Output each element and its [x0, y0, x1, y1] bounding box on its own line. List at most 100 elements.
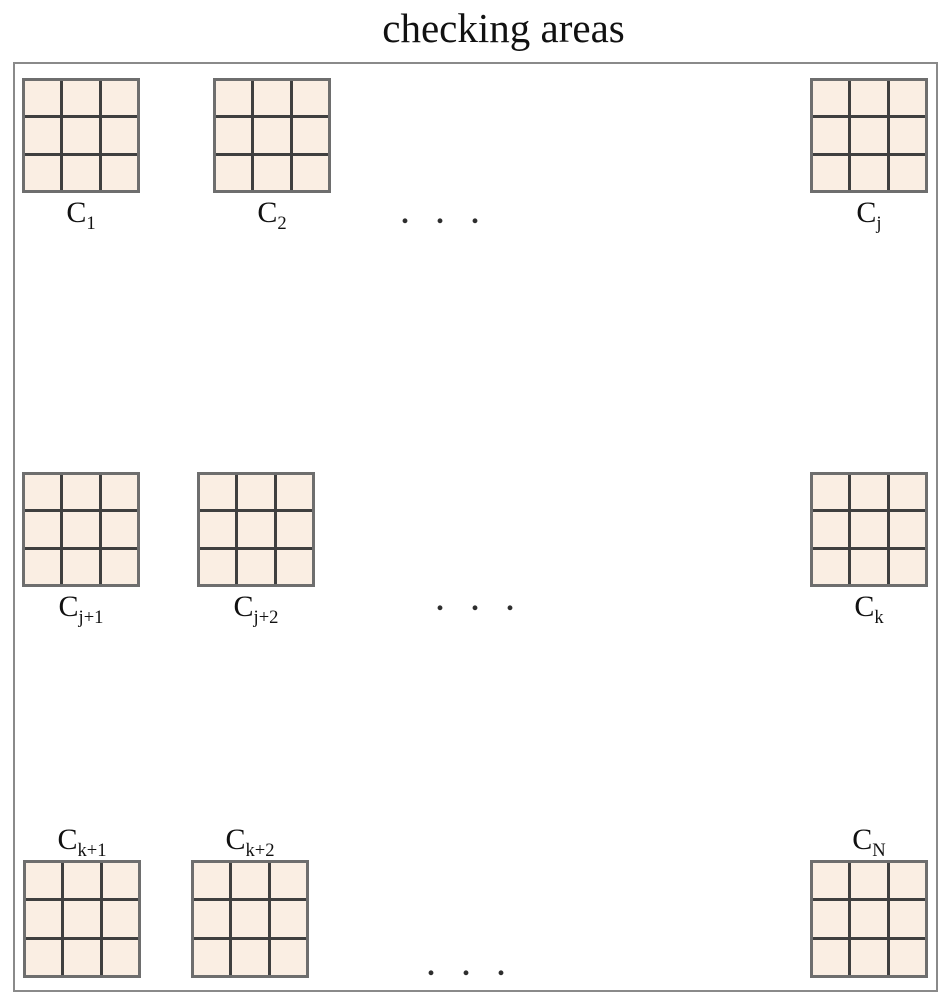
label-base: C [854, 590, 875, 623]
grid-cell [25, 475, 61, 510]
grid-cell [25, 512, 61, 547]
grid-cell [254, 81, 290, 116]
grid-cell [64, 939, 100, 975]
grid-cell [101, 512, 137, 547]
grid-cell [232, 901, 268, 937]
label-subscript: k+1 [77, 840, 107, 861]
grid-cell [813, 81, 849, 116]
grid-cell [63, 512, 99, 547]
checking-area-cj: Cj [810, 78, 928, 233]
grid-cell [813, 512, 849, 547]
ellipsis-row-middle: . . . [436, 584, 524, 617]
grid-cell [889, 549, 925, 584]
grid-cell [102, 939, 138, 975]
grid-cell [851, 901, 887, 937]
grid-cell [889, 939, 925, 975]
grid-cell [889, 901, 925, 937]
checking-area-ck2: Ck+2 [191, 820, 309, 978]
label-base: C [257, 196, 278, 229]
label-base: C [852, 823, 873, 856]
label-subscript: N [872, 840, 886, 861]
grid-cell [270, 863, 306, 899]
grid-cell [292, 155, 328, 190]
grid-cell [64, 863, 100, 899]
grid-cell [26, 863, 62, 899]
grid-cell [216, 81, 252, 116]
grid-cell [292, 81, 328, 116]
grid-cell [851, 118, 887, 153]
label-subscript: 1 [86, 213, 96, 234]
grid-cell [254, 118, 290, 153]
cN-grid [810, 860, 928, 978]
ck2-grid [191, 860, 309, 978]
grid-cell [889, 81, 925, 116]
grid-cell [851, 939, 887, 975]
checking-areas-region: C1 C2 . . . Cj Cj+1 Cj+2 . . . Ck Ck+1 [13, 62, 938, 992]
grid-cell [216, 155, 252, 190]
grid-cell [276, 549, 312, 584]
grid-cell [813, 118, 849, 153]
grid-cell [194, 863, 230, 899]
grid-cell [102, 863, 138, 899]
cj2-label: Cj+2 [234, 587, 279, 627]
grid-cell [889, 475, 925, 510]
grid-cell [276, 512, 312, 547]
grid-cell [813, 549, 849, 584]
ck1-label: Ck+1 [57, 820, 106, 860]
grid-cell [25, 155, 61, 190]
ck2-label: Ck+2 [225, 820, 274, 860]
grid-cell [63, 81, 99, 116]
label-base: C [225, 823, 246, 856]
ellipsis-row-top: . . . [401, 197, 489, 230]
grid-cell [851, 512, 887, 547]
grid-cell [254, 155, 290, 190]
grid-cell [813, 155, 849, 190]
label-base: C [233, 590, 254, 623]
grid-cell [200, 475, 236, 510]
grid-cell [200, 512, 236, 547]
grid-cell [276, 475, 312, 510]
cj1-grid [22, 472, 140, 587]
checking-area-c2: C2 [213, 78, 331, 233]
grid-cell [813, 901, 849, 937]
figure-title: checking areas [382, 5, 625, 51]
grid-cell [216, 118, 252, 153]
grid-cell [25, 81, 61, 116]
grid-cell [889, 863, 925, 899]
grid-cell [813, 475, 849, 510]
label-subscript: k [874, 607, 884, 628]
label-subscript: k+2 [245, 840, 275, 861]
grid-cell [63, 118, 99, 153]
grid-cell [889, 155, 925, 190]
c2-grid [213, 78, 331, 193]
cN-label: CN [852, 820, 885, 860]
grid-cell [270, 939, 306, 975]
label-base: C [856, 196, 877, 229]
grid-cell [63, 155, 99, 190]
cj-label: Cj [856, 193, 881, 233]
grid-cell [194, 901, 230, 937]
ellipsis-row-bottom: . . . [427, 949, 515, 982]
grid-cell [101, 155, 137, 190]
cj2-grid [197, 472, 315, 587]
grid-cell [889, 512, 925, 547]
grid-cell [851, 549, 887, 584]
grid-cell [64, 901, 100, 937]
label-base: C [66, 196, 87, 229]
label-subscript: j [876, 213, 882, 234]
grid-cell [270, 901, 306, 937]
grid-cell [813, 863, 849, 899]
grid-cell [292, 118, 328, 153]
checking-area-ck: Ck [810, 472, 928, 627]
grid-cell [101, 475, 137, 510]
grid-cell [63, 475, 99, 510]
label-base: C [58, 590, 79, 623]
label-base: C [57, 823, 78, 856]
grid-cell [232, 939, 268, 975]
ck-grid [810, 472, 928, 587]
ck1-grid [23, 860, 141, 978]
grid-cell [101, 549, 137, 584]
grid-cell [813, 939, 849, 975]
grid-cell [101, 81, 137, 116]
label-subscript: j+1 [78, 607, 104, 628]
